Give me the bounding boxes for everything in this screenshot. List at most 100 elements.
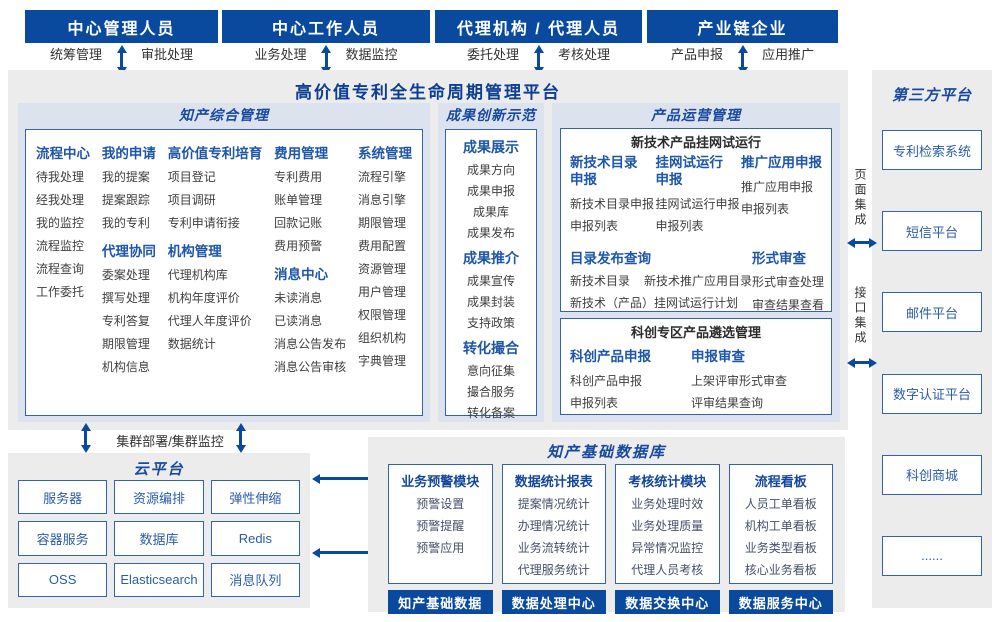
group-header: 高价值专利培育 xyxy=(167,146,263,161)
menu-item: 申报列表 xyxy=(741,202,790,217)
group-items: 挂网试运行申报申报列表 xyxy=(656,193,740,237)
group-header: 科创产品申报 xyxy=(570,349,651,364)
section-title: 产品运营管理 xyxy=(651,107,741,123)
ip-column: 我的申请 我的提案提案跟踪我的专利 代理协同 委案处理撰写处理专利答复期限管理机… xyxy=(102,136,156,409)
cloud-platform-title: 云平台 xyxy=(133,461,185,478)
module-box: 业务预警模块 预警设置预警提醒预警应用 xyxy=(388,464,493,584)
warehouse-module: 业务预警模块 预警设置预警提醒预警应用 知产基础数据 xyxy=(388,464,493,614)
group-items: 推广应用申报申报列表 xyxy=(741,176,822,220)
module-items: 提案情况统计办理情况统计业务流转统计代理服务统计 xyxy=(505,492,604,580)
menu-item: 预警设置 xyxy=(416,496,465,511)
menu-item: 撮合服务 xyxy=(466,385,515,399)
menu-item: 未读消息 xyxy=(274,291,323,305)
menu-item: 流程监控 xyxy=(36,239,85,253)
duty-label: 审批处理 xyxy=(141,47,194,62)
formal-review: 形式审查 形式审查处理审查结果查看 xyxy=(752,241,824,316)
group-items: 我的提案提案跟踪我的专利 xyxy=(102,165,156,234)
ip-column: 费用管理 专利费用账单管理回款记账费用预警 消息中心 未读消息已读消息消息公告发… xyxy=(274,136,346,409)
section-ip-management: 知产综合管理 流程中心 待我处理经我处理我的监控流程监控流程查询工作委托 我的申… xyxy=(18,103,430,422)
selection-groups: 科创产品申报 科创产品申报申报列表 申报审查 上架评审形式审查评审结果查询 xyxy=(570,343,822,413)
menu-item: 机构年度评价 xyxy=(167,291,240,305)
module-header: 业务预警模块 xyxy=(401,474,480,489)
third-party-box: 短信平台 xyxy=(882,211,982,252)
group-items: 成果宣传成果封装支持政策 xyxy=(446,270,536,333)
api-integration-label: 接口集成 xyxy=(853,286,867,346)
module-header: 考核统计模块 xyxy=(628,474,707,489)
group-header: 形式审查 xyxy=(752,250,807,266)
menu-item: 用户管理 xyxy=(357,285,406,299)
duty-label: 产品申报 xyxy=(670,47,723,62)
cloud-service-box: Elasticsearch xyxy=(114,562,204,597)
menu-item: 消息引擎 xyxy=(357,193,406,207)
apply-column: 挂网试运行申报 挂网试运行申报申报列表 xyxy=(656,153,740,237)
group-items: 科创产品申报申报列表 xyxy=(570,369,651,413)
menu-item: 成果封装 xyxy=(466,295,515,309)
module-badge: 数据交换中心 xyxy=(615,590,720,614)
menu-item: 人员工单看板 xyxy=(744,496,817,511)
group-items: 新技术目录新技术推广应用目录 xyxy=(570,270,752,292)
menu-item: 专利申请衔接 xyxy=(167,216,240,230)
third-party-box: ...... xyxy=(882,535,982,576)
menu-item: 申报列表 xyxy=(570,395,619,410)
selection-column: 科创产品申报 科创产品申报申报列表 xyxy=(570,343,651,413)
section-title: 知产综合管理 xyxy=(179,107,269,123)
cloud-service-box: Redis xyxy=(210,521,300,556)
group-header: 机构管理 xyxy=(167,244,222,259)
menu-item: 新技术（产品）挂网试运行计划 xyxy=(570,296,739,311)
catalog-query: 目录发布查询 新技术目录新技术推广应用目录 新技术（产品）挂网试运行计划 xyxy=(570,241,752,316)
menu-item: 代理服务统计 xyxy=(517,562,590,577)
data-warehouse-panel: 知产基础数据库 业务预警模块 预警设置预警提醒预警应用 知产基础数据 数据统计报… xyxy=(368,437,845,614)
sub-box-title: 科创专区产品遴选管理 xyxy=(630,325,761,340)
menu-item: 待我处理 xyxy=(36,170,85,184)
module-badge: 知产基础数据 xyxy=(388,590,493,614)
menu-item: 科创产品申报 xyxy=(570,373,643,388)
double-arrow-horizontal-icon xyxy=(855,241,869,244)
warehouse-module: 流程看板 人员工单看板机构工单看板业务类型看板核心业务看板 数据服务中心 xyxy=(728,464,833,614)
group-items: 意向征集撮合服务转化备案 xyxy=(446,360,536,423)
warehouse-module: 数据统计报表 提案情况统计办理情况统计业务流转统计代理服务统计 数据处理中心 xyxy=(501,464,606,614)
menu-item: 预警提醒 xyxy=(416,518,465,533)
menu-item: 上架评审形式审查 xyxy=(691,373,788,388)
menu-item: 资源管理 xyxy=(357,262,406,276)
menu-item: 业务类型看板 xyxy=(744,540,817,555)
role-duties: 统筹管理 审批处理 xyxy=(25,46,218,76)
menu-item: 消息公告发布 xyxy=(274,337,347,351)
module-box: 考核统计模块 业务处理时效业务处理质量异常情况监控代理人员考核 xyxy=(615,464,720,584)
section-achievement-demo: 成果创新示范 成果展示 成果方向成果申报成果库成果发布 成果推介 成果宣传成果封… xyxy=(438,103,544,422)
menu-item: 审查结果查看 xyxy=(752,297,825,312)
double-arrow-vertical-icon xyxy=(84,431,87,445)
double-arrow-vertical-icon xyxy=(741,53,744,67)
group-header: 新技术目录申报 xyxy=(570,155,638,187)
group-header: 消息中心 xyxy=(274,267,329,282)
menu-item: 新技术推广应用目录 xyxy=(644,274,753,289)
cloud-service-box: 服务器 xyxy=(18,480,108,515)
role-bar-center-managers: 中心管理人员 xyxy=(25,10,218,43)
module-badge: 数据服务中心 xyxy=(728,590,833,614)
cluster-label: 集群部署/集群监控 xyxy=(116,434,224,449)
module-header: 流程看板 xyxy=(754,474,807,489)
group-items: 上架评审形式审查评审结果查询 xyxy=(691,369,787,413)
module-items: 预警设置预警提醒预警应用 xyxy=(391,492,490,558)
menu-item: 评审结果查询 xyxy=(691,395,764,410)
double-arrow-horizontal-icon xyxy=(855,361,869,364)
role-bar-agencies: 代理机构 / 代理人员 xyxy=(435,10,642,43)
duty-label: 考核处理 xyxy=(558,47,611,62)
cloud-service-box: 弹性伸缩 xyxy=(210,480,300,515)
group-items: 未读消息已读消息消息公告发布消息公告审核 xyxy=(274,286,346,378)
menu-item: 提案情况统计 xyxy=(517,496,590,511)
ip-column: 流程中心 待我处理经我处理我的监控流程监控流程查询工作委托 xyxy=(36,136,90,409)
double-arrow-horizontal-icon xyxy=(320,551,390,554)
module-items: 业务处理时效业务处理质量异常情况监控代理人员考核 xyxy=(618,492,717,580)
menu-item: 委案处理 xyxy=(101,268,150,282)
third-party-title: 第三方平台 xyxy=(891,87,972,104)
menu-item: 新技术目录 xyxy=(570,274,631,289)
group-items: 形式审查处理审查结果查看 xyxy=(752,270,824,316)
menu-item: 成果宣传 xyxy=(466,274,515,288)
third-party-systems: 专利检索系统短信平台邮件平台数字认证平台科创商城...... xyxy=(882,130,982,576)
menu-item: 意向征集 xyxy=(466,364,515,378)
menu-item: 异常情况监控 xyxy=(631,540,704,555)
module-items: 人员工单看板机构工单看板业务类型看板核心业务看板 xyxy=(732,492,831,580)
